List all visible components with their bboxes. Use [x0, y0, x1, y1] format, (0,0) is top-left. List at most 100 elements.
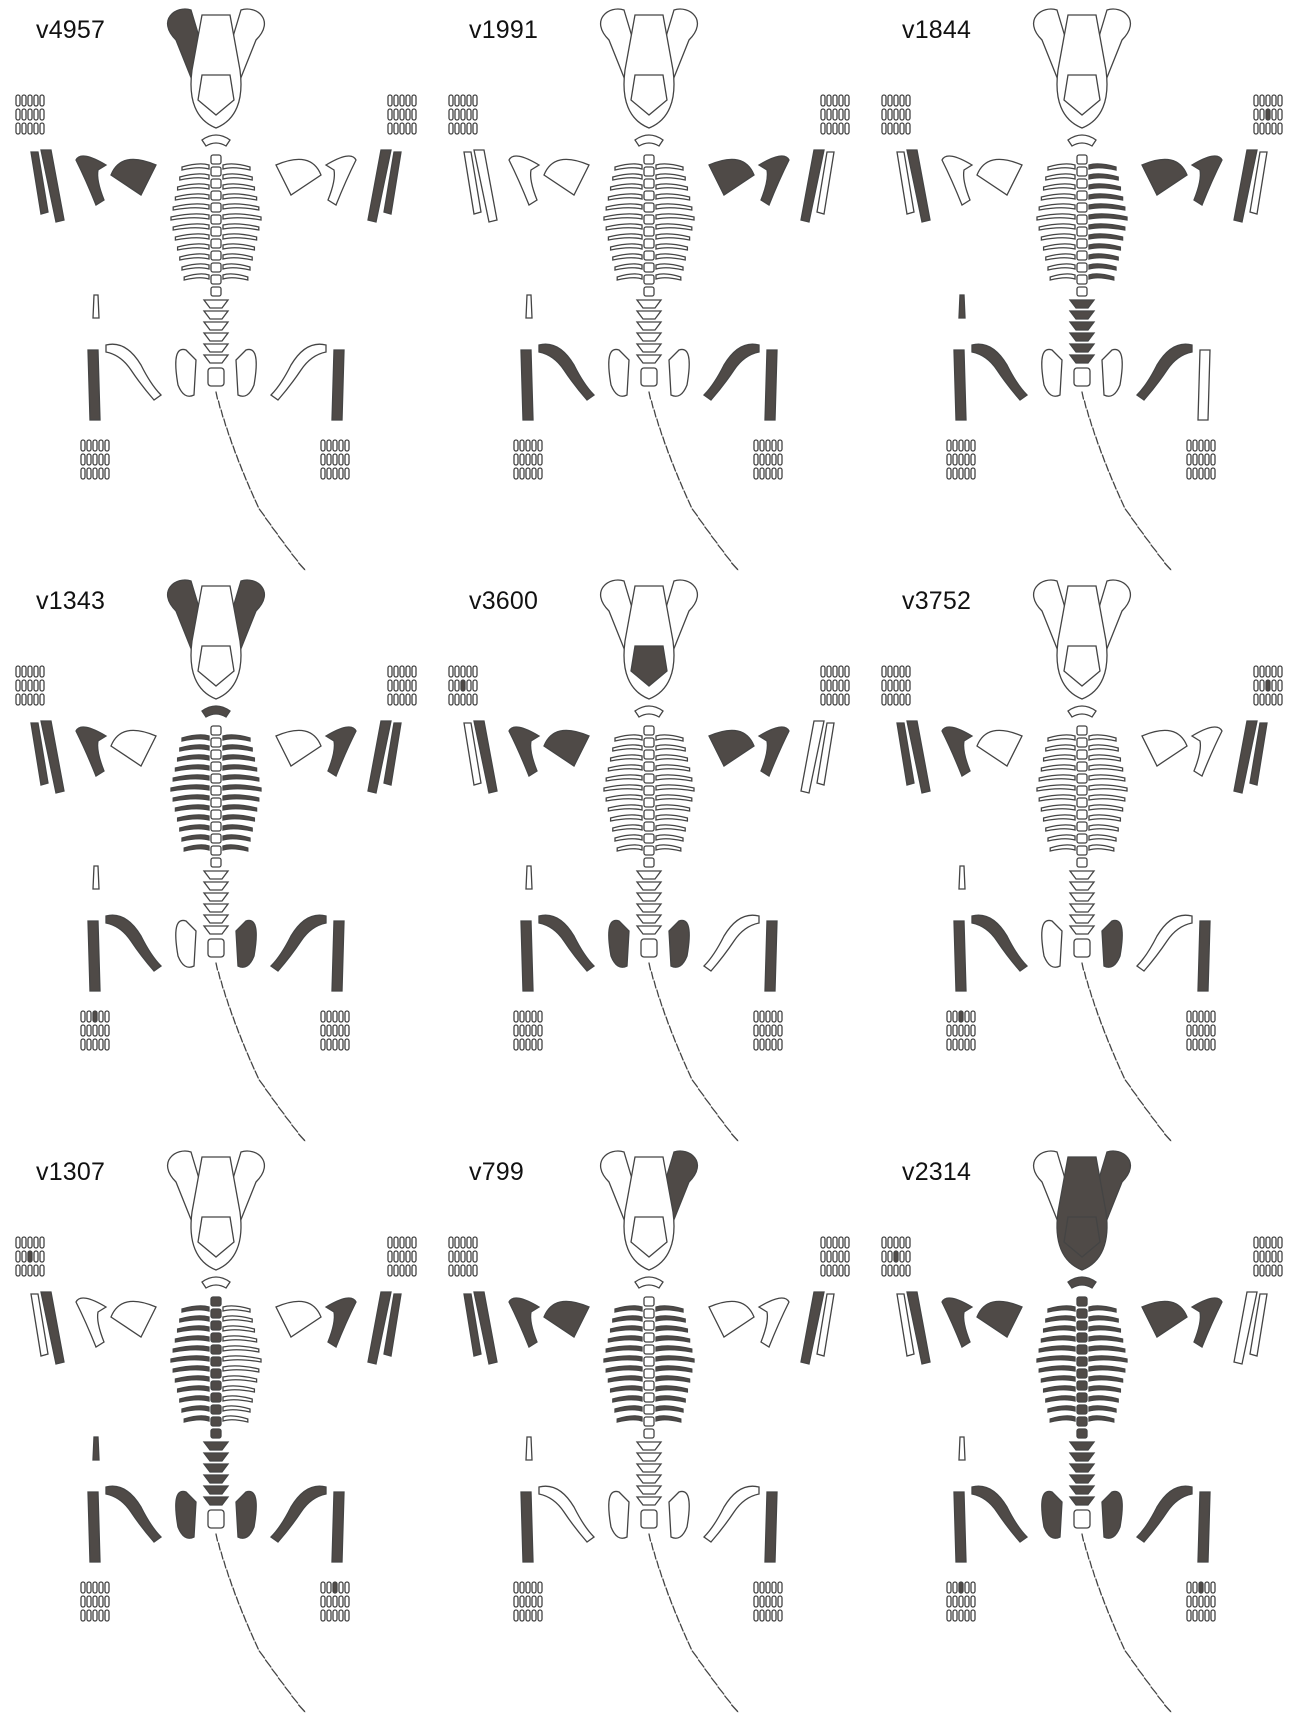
caudal-vertebra	[692, 509, 697, 516]
pes-right-phalanx	[766, 1582, 770, 1593]
scapula-left	[977, 730, 1022, 766]
pes-right-phalanx	[1211, 1596, 1215, 1607]
pes-right-phalanx	[339, 1025, 343, 1036]
manus-left-phalanx	[34, 1251, 38, 1262]
manus-left-phalanx	[900, 109, 904, 120]
pes-right-phalanx	[766, 1596, 770, 1607]
manus-left-phalanx	[449, 1265, 453, 1276]
rib-left	[1050, 274, 1075, 280]
rib-right	[1089, 755, 1120, 761]
tibia-left	[88, 350, 100, 420]
manus-right-phalanx	[1254, 666, 1258, 677]
rib-right	[656, 1416, 681, 1422]
rib-left	[608, 234, 642, 240]
manus-right-phalanx	[1266, 123, 1270, 134]
rib-right	[1089, 234, 1123, 240]
manus-left-phalanx	[455, 1251, 459, 1262]
manus-right-phalanx	[1260, 95, 1264, 106]
thoracic-vertebra	[644, 1357, 654, 1366]
rib-left	[615, 835, 642, 841]
lumbar-vertebra	[1070, 1486, 1094, 1494]
thoracic-vertebra	[1077, 762, 1087, 771]
manus-left-phalanx	[882, 1237, 886, 1248]
rib-right	[1089, 765, 1123, 771]
pes-right-phalanx	[772, 440, 776, 451]
thoracic-vertebra	[1077, 1309, 1087, 1318]
rib-right	[656, 224, 692, 230]
manus-left-phalanx	[40, 95, 44, 106]
thoracic-vertebra	[1077, 846, 1087, 855]
thoracic-vertebra	[644, 1369, 654, 1378]
pes-right-phalanx	[772, 1610, 776, 1621]
manus-right-phalanx	[394, 1265, 398, 1276]
manus-left-phalanx	[40, 666, 44, 677]
rib-left	[606, 204, 642, 210]
pes-right-phalanx	[778, 1011, 782, 1022]
tibia-left	[954, 921, 966, 991]
pes-left-phalanx	[514, 1596, 518, 1607]
thoracic-vertebra	[211, 846, 221, 855]
manus-left-phalanx	[28, 109, 32, 120]
manus-left-phalanx	[888, 694, 892, 705]
femur-left	[972, 1486, 1027, 1542]
manus-left-phalanx	[34, 95, 38, 106]
caudal-vertebra	[1093, 1570, 1095, 1577]
scapula-left	[544, 730, 589, 766]
rib-right	[223, 825, 252, 831]
rib-right	[1089, 835, 1116, 841]
rib-left	[173, 1366, 209, 1372]
rib-right	[223, 1386, 254, 1392]
manus-left-phalanx	[882, 666, 886, 677]
caudal-vertebra	[1087, 981, 1089, 988]
skeleton-panel: v2314	[866, 1142, 1299, 1713]
caudal-vertebra	[732, 1705, 738, 1712]
rib-left	[180, 825, 209, 831]
manus-right-phalanx	[1254, 1237, 1258, 1248]
rib-right	[223, 1336, 257, 1342]
rib-right	[656, 1386, 687, 1392]
rib-left	[182, 264, 209, 270]
pes-left-phalanx	[99, 468, 103, 479]
rib-right	[1089, 1326, 1120, 1332]
sacrum	[641, 1510, 657, 1528]
thoracic-vertebra	[1077, 798, 1087, 807]
pes-left-phalanx	[971, 1039, 975, 1050]
caudal-vertebra	[1132, 1089, 1137, 1096]
manus-right-phalanx	[845, 109, 849, 120]
rib-left	[615, 735, 642, 741]
skeleton-panel: v1844	[866, 0, 1299, 571]
caudal-vertebra	[711, 536, 717, 543]
manus-left-phalanx	[461, 1237, 465, 1248]
manus-left-phalanx	[900, 1237, 904, 1248]
thoracic-vertebra	[644, 726, 654, 735]
caudal-vertebra	[651, 401, 653, 408]
caudal-vertebra	[663, 1579, 665, 1586]
manus-left-phalanx	[449, 666, 453, 677]
lumbar-vertebra	[637, 1464, 661, 1472]
rib-right	[223, 164, 250, 170]
pelvis-left	[609, 920, 629, 967]
manus-right-phalanx	[827, 1265, 831, 1276]
pes-left-phalanx	[959, 1610, 963, 1621]
pes-right-phalanx	[333, 1582, 337, 1593]
rib-right	[223, 815, 254, 821]
manus-left-phalanx	[34, 1237, 38, 1248]
thoracic-vertebra	[644, 167, 654, 176]
thoracic-vertebra	[644, 846, 654, 855]
caudal-vertebra	[711, 1678, 717, 1685]
thoracic-vertebra	[644, 1417, 654, 1426]
lumbar-vertebra	[204, 1442, 228, 1450]
pes-right-phalanx	[760, 1011, 764, 1022]
pes-right-phalanx	[754, 1596, 758, 1607]
pes-right-phalanx	[772, 1596, 776, 1607]
pes-right-phalanx	[754, 468, 758, 479]
pes-left-phalanx	[953, 1025, 957, 1036]
rib-right	[223, 1376, 257, 1382]
pes-right-phalanx	[321, 1025, 325, 1036]
pelvis-right	[1102, 1491, 1122, 1538]
pes-left-phalanx	[526, 1582, 530, 1593]
pes-left-phalanx	[81, 1039, 85, 1050]
pes-right-phalanx	[327, 468, 331, 479]
pes-left-phalanx	[532, 1596, 536, 1607]
manus-left-phalanx	[906, 1237, 910, 1248]
